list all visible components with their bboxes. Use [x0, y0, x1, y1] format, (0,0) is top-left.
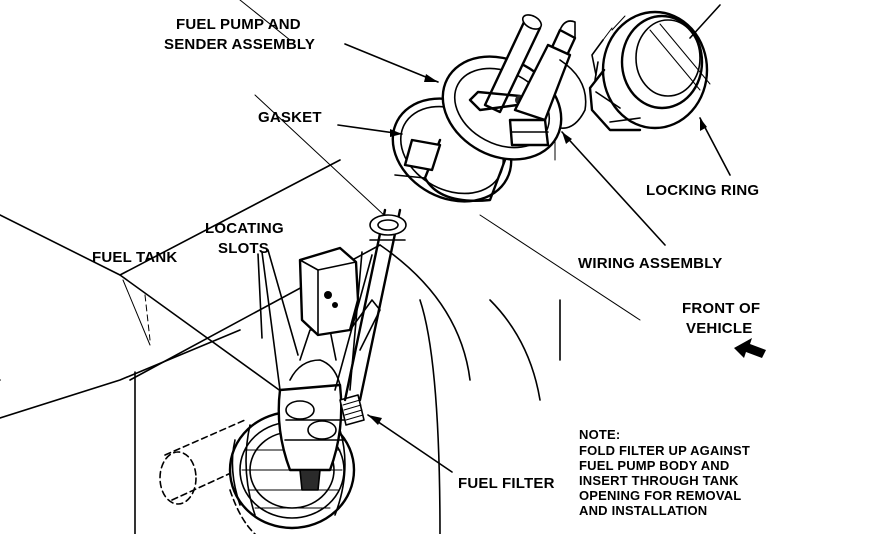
- sender-float: [298, 246, 381, 351]
- front-arrow-icon: [734, 338, 766, 358]
- label-wiring-assembly: WIRING ASSEMBLY: [578, 255, 722, 272]
- note-line: AND INSTALLATION: [579, 503, 707, 518]
- label-fuel-pump-line1: FUEL PUMP AND: [176, 16, 301, 33]
- label-locating-slots-line1: LOCATING: [205, 220, 284, 237]
- pump-body: [277, 329, 346, 491]
- note-line: INSERT THROUGH TANK: [579, 473, 739, 488]
- note-block: NOTE: FOLD FILTER UP AGAINST FUEL PUMP B…: [579, 427, 750, 518]
- label-front-of-vehicle-line1: FRONT OF: [682, 300, 760, 317]
- label-front-of-vehicle-line2: VEHICLE: [686, 320, 752, 337]
- wiring-connector: [508, 43, 587, 147]
- note-line: FUEL PUMP BODY AND: [579, 458, 729, 473]
- label-gasket: GASKET: [258, 109, 322, 126]
- note-line: OPENING FOR REMOVAL: [579, 488, 741, 503]
- note-title: NOTE:: [579, 427, 620, 442]
- fuel-filter: [339, 394, 365, 426]
- label-locking-ring: LOCKING RING: [646, 182, 759, 199]
- note-line: FOLD FILTER UP AGAINST: [579, 443, 750, 458]
- pump-tubes: [334, 208, 407, 402]
- label-fuel-tank: FUEL TANK: [92, 249, 177, 266]
- label-fuel-pump-line2: SENDER ASSEMBLY: [164, 36, 315, 53]
- fuel-tank-outline: [0, 0, 641, 534]
- locking-ring: [588, 10, 711, 132]
- leader-lines: [122, 4, 731, 473]
- label-fuel-filter: FUEL FILTER: [458, 475, 555, 492]
- label-locating-slots-line2: SLOTS: [218, 240, 269, 257]
